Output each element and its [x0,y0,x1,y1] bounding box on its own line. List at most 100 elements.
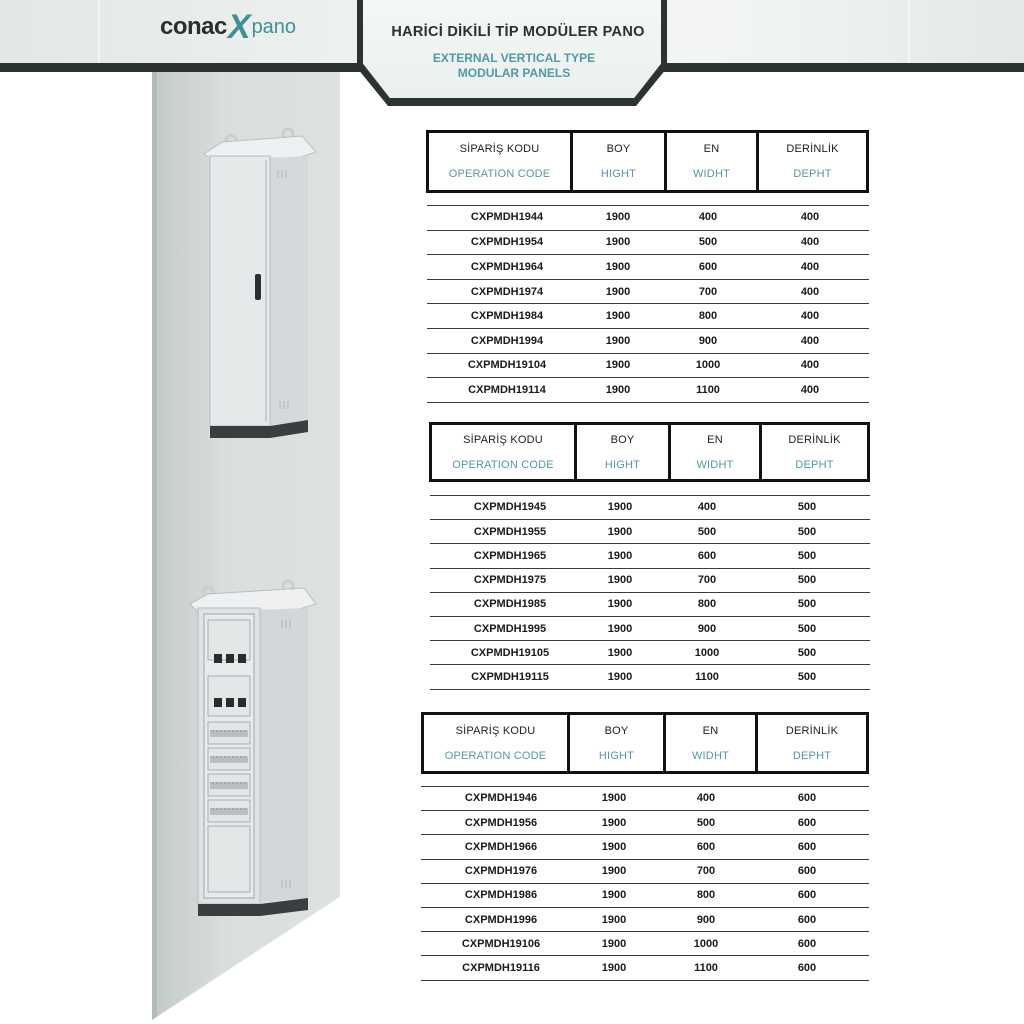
header-label-tr: DERİNLİK [788,433,841,446]
cell-width: 1100 [695,670,719,683]
cell-order-code: CXPMDH19104 [467,359,547,372]
cell-width: 500 [696,816,716,829]
subtitle-line-1: EXTERNAL VERTICAL TYPE [432,51,596,65]
cell-order-code: CXPMDH1944 [470,211,544,224]
cell-height: 1900 [605,334,631,347]
header-order-code: SİPARİŞ KODU OPERATION CODE [432,425,577,479]
cell-height: 1900 [601,792,627,805]
header-depth: DERİNLİK DEPHT [759,133,866,190]
header-label-tr: SİPARİŞ KODU [455,724,536,737]
header-title-tab [363,0,661,98]
header-label-en: HIGHT [598,749,635,762]
header-height: BOY HIGHT [570,715,666,771]
cell-height: 1900 [605,211,631,224]
logo-x-mark: X [227,8,251,46]
cell-depth: 500 [797,574,817,587]
cell-depth: 500 [797,622,817,635]
header-label-en: WIDHT [696,458,734,471]
cell-width: 800 [696,889,716,902]
cell-width: 1000 [694,646,720,659]
cell-depth: 400 [800,285,820,298]
subtitle-line-2: MODULAR PANELS [457,66,571,80]
cell-height: 1900 [605,359,631,372]
cell-depth: 600 [797,913,817,926]
cell-depth: 600 [797,961,817,974]
cell-width: 700 [697,574,717,587]
header-label-en: OPERATION CODE [444,749,547,762]
header-ridge [908,0,910,64]
cell-order-code: CXPMDH1975 [473,574,547,587]
table-row: CXPMDH1944 1900 400 400 [427,205,869,231]
header-label-en: HIGHT [600,168,637,180]
cell-depth: 600 [797,937,817,950]
cell-order-code: CXPMDH1956 [464,816,538,829]
cell-order-code: CXPMDH19106 [461,937,541,950]
header-label-tr: EN [703,143,720,155]
header-label-en: WIDHT [691,749,730,762]
cell-depth: 400 [800,334,820,347]
cell-height: 1900 [601,865,627,878]
cell-order-code: CXPMDH1984 [470,310,544,323]
header-depth: DERİNLİK DEPHT [762,425,867,479]
cell-width: 500 [697,525,717,538]
cell-depth: 600 [797,792,817,805]
cell-order-code: CXPMDH1945 [473,501,547,514]
header-width: EN WIDHT [666,715,758,771]
cell-height: 1900 [601,913,627,926]
cell-order-code: CXPMDH19116 [462,961,540,974]
cell-depth: 500 [797,549,817,562]
header-order-code: SİPARİŞ KODU OPERATION CODE [424,715,570,771]
cell-width: 1000 [693,937,719,950]
header-width: EN WIDHT [667,133,759,190]
header-label-tr: BOY [610,433,635,446]
cell-order-code: CXPMDH1974 [470,285,544,298]
cell-width: 400 [698,211,718,224]
cell-height: 1900 [607,622,633,635]
cell-depth: 400 [800,236,820,249]
cell-order-code: CXPMDH1965 [473,549,547,562]
header-height: BOY HIGHT [573,133,667,190]
cell-width: 600 [696,840,716,853]
header-order-code: SİPARİŞ KODU OPERATION CODE [429,133,573,190]
header-label-en: WIDHT [692,168,731,180]
cell-order-code: CXPMDH1986 [464,889,538,902]
cell-order-code: CXPMDH1995 [473,622,547,635]
cell-depth: 500 [797,525,817,538]
cell-order-code: CXPMDH1985 [473,598,547,611]
open-modular-cabinet-image [189,579,317,916]
header-label-tr: SİPARİŞ KODU [459,143,540,155]
cell-depth: 600 [797,840,817,853]
header-label-en: OPERATION CODE [452,458,554,471]
cell-order-code: CXPMDH19115 [471,670,549,683]
logo-wordmark: conac [160,13,227,40]
cell-order-code: CXPMDH1996 [464,913,538,926]
table-header-600: SİPARİŞ KODU OPERATION CODE BOY HIGHT EN… [421,712,869,774]
cell-order-code: CXPMDH1955 [473,525,547,538]
cell-width: 1000 [695,359,721,372]
header-label-tr: BOY [604,724,629,737]
cell-width: 500 [698,236,718,249]
cell-depth: 400 [800,211,820,224]
cell-height: 1900 [605,310,631,323]
cell-height: 1900 [601,840,627,853]
cell-order-code: CXPMDH1954 [470,236,544,249]
header-label-en: HIGHT [604,458,641,471]
cell-height: 1900 [605,260,631,273]
cell-order-code: CXPMDH1946 [464,792,538,805]
cell-depth: 500 [797,501,817,514]
logo-subword: pano [251,15,297,38]
